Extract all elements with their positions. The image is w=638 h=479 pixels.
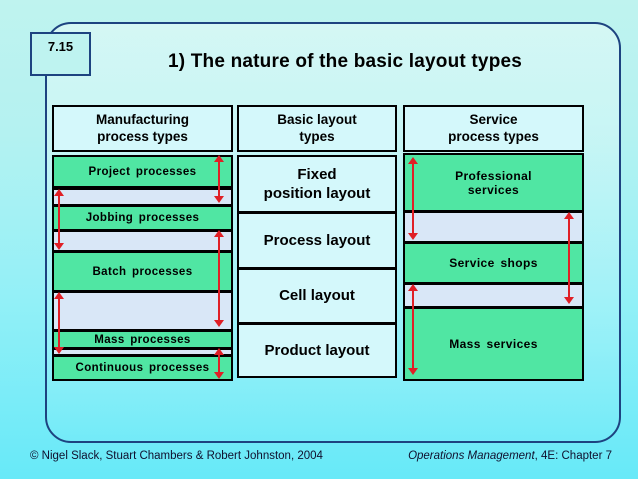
box-cell-layout: Cell layout	[237, 268, 397, 324]
book-reference: Operations Management, 4E: Chapter 7	[408, 450, 612, 462]
box-mass-services: Mass services	[403, 307, 584, 381]
column-header-basic-layout: Basic layout types	[237, 105, 397, 152]
gap-box-batch-mass	[52, 291, 233, 331]
overlap-arrow-jobbing	[54, 189, 64, 250]
box-product-layout: Product layout	[237, 323, 397, 378]
arrow-shaft	[58, 296, 60, 350]
arrow-shaft	[568, 216, 570, 300]
overlap-arrow-professional	[408, 157, 418, 240]
book-title: Operations Management	[408, 450, 535, 462]
arrow-shaft	[412, 288, 414, 371]
column-header-manufacturing: Manufacturing process types	[52, 105, 233, 152]
overlap-arrow-mass-processes	[54, 292, 64, 354]
column-header-service: Service process types	[403, 105, 584, 152]
gap-box-shops-mass	[403, 283, 584, 308]
slide-number: 7.15	[47, 39, 74, 54]
gap-box-project-jobbing	[52, 188, 233, 206]
copyright-text: © Nigel Slack, Stuart Chambers & Robert …	[30, 450, 323, 462]
arrow-shaft	[218, 234, 220, 323]
book-chapter: , 4E: Chapter 7	[534, 450, 612, 462]
box-jobbing-processes: Jobbing processes	[52, 205, 233, 231]
overlap-arrow-continuous	[214, 348, 224, 379]
slide-title: 1) The nature of the basic layout types	[167, 51, 523, 72]
box-process-layout: Process layout	[237, 212, 397, 269]
box-professional-services: Professional services	[403, 153, 584, 212]
arrow-shaft	[218, 159, 220, 199]
overlap-arrow-service-shops	[564, 212, 574, 304]
box-mass-processes: Mass processes	[52, 330, 233, 349]
gap-box-professional-shops	[403, 211, 584, 243]
arrow-shaft	[412, 161, 414, 236]
arrow-shaft	[58, 193, 60, 246]
box-batch-processes: Batch processes	[52, 251, 233, 292]
gap-box-jobbing-batch	[52, 230, 233, 252]
overlap-arrow-batch	[214, 230, 224, 327]
arrow-shaft	[218, 352, 220, 375]
overlap-arrow-project	[214, 155, 224, 203]
box-continuous-processes: Continuous processes	[52, 355, 233, 381]
slide-footer: © Nigel Slack, Stuart Chambers & Robert …	[30, 450, 612, 462]
box-project-processes: Project processes	[52, 155, 233, 188]
slide-number-box: 7.15	[30, 32, 91, 76]
box-service-shops: Service shops	[403, 242, 584, 284]
box-fixed-position-layout: Fixed position layout	[237, 155, 397, 213]
overlap-arrow-mass-services	[408, 284, 418, 375]
